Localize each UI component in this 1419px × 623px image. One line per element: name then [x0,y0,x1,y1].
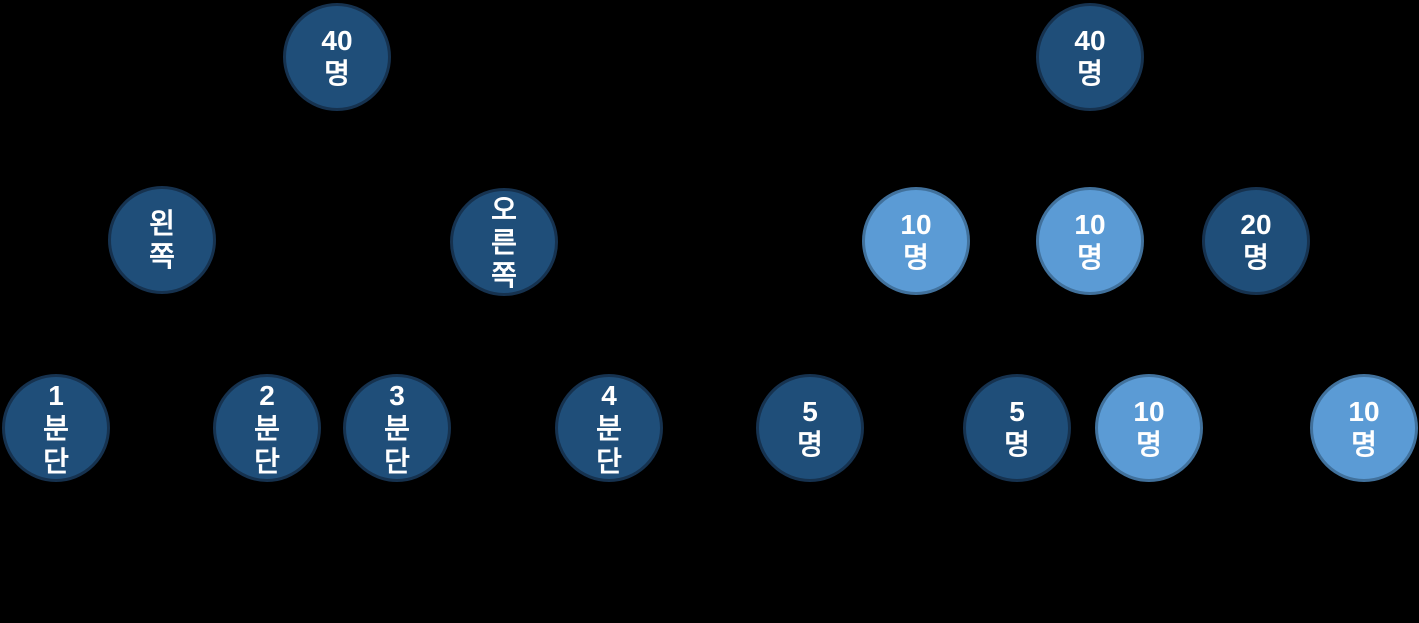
node-right-mid-1: 10 명 [862,187,970,295]
node-left-leaf-1: 1 분 단 [2,374,110,482]
node-left-leaf-3: 3 분 단 [343,374,451,482]
node-right-mid-3: 20 명 [1202,187,1310,295]
node-left-leaf-4: 4 분 단 [555,374,663,482]
node-left-root: 40 명 [283,3,391,111]
node-left-mid-right: 오 른 쪽 [450,188,558,296]
node-right-mid-2: 10 명 [1036,187,1144,295]
node-left-mid-left: 왼 쪽 [108,186,216,294]
node-right-root: 40 명 [1036,3,1144,111]
node-right-leaf-2: 5 명 [963,374,1071,482]
node-left-leaf-2: 2 분 단 [213,374,321,482]
node-right-leaf-3: 10 명 [1095,374,1203,482]
node-right-leaf-1: 5 명 [756,374,864,482]
node-right-leaf-4: 10 명 [1310,374,1418,482]
